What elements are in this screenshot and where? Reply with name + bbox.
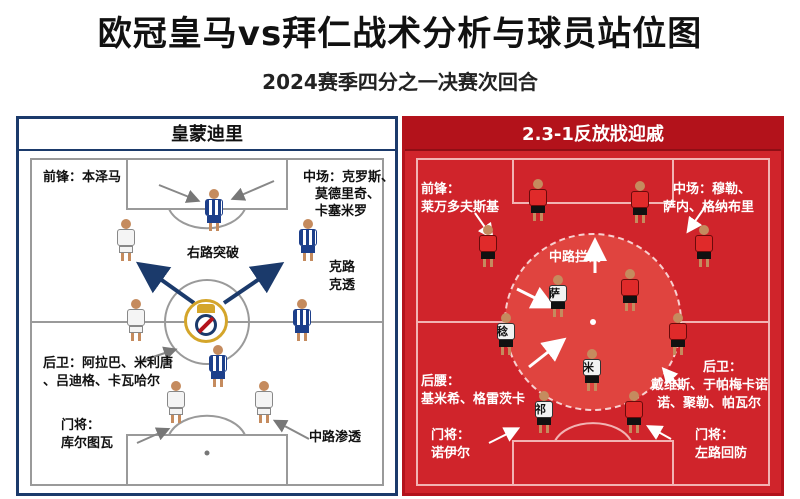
- right-label-defense-1: 后卫：: [703, 360, 743, 375]
- player-goretzka: [619, 269, 641, 311]
- player-davies: [495, 313, 517, 355]
- right-center-spot: [590, 319, 596, 325]
- jersey-mark-a: 萨: [549, 287, 560, 300]
- right-bottom-arc: [554, 422, 632, 442]
- right-label-keeper-1: 门将：: [431, 428, 471, 443]
- left-label-keluke-1: 克路: [329, 260, 356, 275]
- right-top-box: [512, 158, 674, 204]
- player-neuer: [533, 391, 555, 433]
- right-label-dm-1: 后腰：: [421, 374, 461, 389]
- right-pitch: [416, 158, 770, 486]
- player-right-winger: [297, 219, 319, 261]
- left-pointer-center: [272, 419, 310, 440]
- left-center-circle: [164, 279, 250, 365]
- right-pointer-defense: [661, 366, 682, 390]
- left-bottom-arc: [168, 414, 246, 436]
- player-sane: [477, 225, 499, 267]
- left-label-keeper-2: 库尔图瓦: [61, 436, 114, 451]
- player-sule: [581, 349, 603, 391]
- right-pointer-keeper: [488, 427, 521, 444]
- jersey-mark-d: 祁: [535, 403, 546, 416]
- right-label-midfield-1: 中场：穆勒、: [673, 182, 752, 197]
- right-label-forward-2: 莱万多夫斯基: [421, 200, 500, 215]
- right-pointer-recovery: [646, 425, 672, 440]
- left-pointer-forward: [158, 184, 201, 203]
- left-label-keluke-2: 克透: [329, 278, 356, 293]
- right-arrow-dm: [528, 337, 567, 369]
- left-label-keeper-1: 门将：: [61, 418, 101, 433]
- right-label-defense-2: 戴维斯、于帕梅卡诺: [651, 378, 769, 393]
- left-top-arc: [168, 208, 246, 230]
- right-pointer-midfield: [686, 206, 706, 234]
- player-left-mid: [125, 299, 147, 341]
- player-center-back: [207, 345, 229, 387]
- page-title: 欧冠皇马vs拜仁战术分析与球员站位图: [97, 14, 703, 54]
- page-subtitle: 2024赛季四分之一决赛次回合: [262, 70, 538, 94]
- right-arrow-intercept: [516, 286, 556, 309]
- player-right-mid: [291, 299, 313, 341]
- player-gnabry: [693, 225, 715, 267]
- left-bottom-box: [126, 434, 288, 486]
- left-arrow-attack-left: [135, 261, 196, 305]
- player-lewandowski: [527, 179, 549, 221]
- player-left-back: [165, 381, 187, 423]
- left-label-right-breakthrough: 右路突破: [187, 246, 240, 261]
- left-label-midfield-3: 卡塞米罗: [315, 204, 368, 219]
- left-pointer-midfield: [230, 180, 275, 201]
- right-label-recovery-2: 左路回防: [695, 446, 748, 461]
- left-label-defense-2: 、吕迪格、卡瓦哈尔: [43, 374, 161, 389]
- player-kimmich: [547, 275, 569, 317]
- left-label-forward: 前锋：本泽马: [43, 170, 122, 185]
- right-label-midfield-2: 萨内、格纳布里: [663, 200, 755, 215]
- left-penalty-spot: [204, 450, 210, 456]
- left-label-midfield-1: 中场：克罗斯、: [303, 170, 395, 185]
- real-madrid-crest-icon: [184, 299, 228, 343]
- left-pointer-defense: [140, 346, 178, 362]
- jersey-mark-b: 稔: [497, 325, 508, 338]
- player-left-winger: [115, 219, 137, 261]
- right-label-keeper-2: 诺伊尔: [431, 446, 471, 461]
- left-label-defense-1: 后卫：阿拉巴、米利唐: [43, 356, 174, 371]
- right-label-forward-1: 前锋：: [421, 182, 461, 197]
- player-right-back: [253, 381, 275, 423]
- left-label-center-penetration: 中路渗透: [309, 430, 362, 445]
- left-arrow-attack-right: [222, 261, 285, 305]
- player-pavard: [623, 391, 645, 433]
- player-muller: [629, 181, 651, 223]
- bayern-panel: 2.3-1反放戕迎戚 萨 稔 米 祁 前锋： 莱万多夫斯基 中场：穆勒、 萨内、: [402, 116, 784, 496]
- left-panel-header: 皇蒙迪里: [19, 119, 395, 151]
- right-label-defense-3: 诺、聚勒、帕瓦尔: [657, 396, 762, 411]
- right-label-recovery-1: 门将：: [695, 428, 735, 443]
- right-panel-header: 2.3-1反放戕迎戚: [405, 119, 781, 151]
- right-bottom-box: [512, 440, 674, 486]
- player-benzema: [203, 189, 225, 231]
- player-upamecano: [667, 313, 689, 355]
- right-label-dm-2: 基米希、格雷茨卡: [421, 392, 526, 407]
- right-label-center-intercept: 中路拦截: [549, 250, 602, 265]
- real-madrid-panel: 皇蒙迪里 前锋：本泽马 中场：克罗斯、 莫德里奇、 卡塞米罗 右路突破: [16, 116, 398, 496]
- left-label-midfield-2: 莫德里奇、: [315, 187, 381, 202]
- left-pointer-keeper: [136, 427, 171, 444]
- jersey-mark-c: 米: [583, 361, 594, 374]
